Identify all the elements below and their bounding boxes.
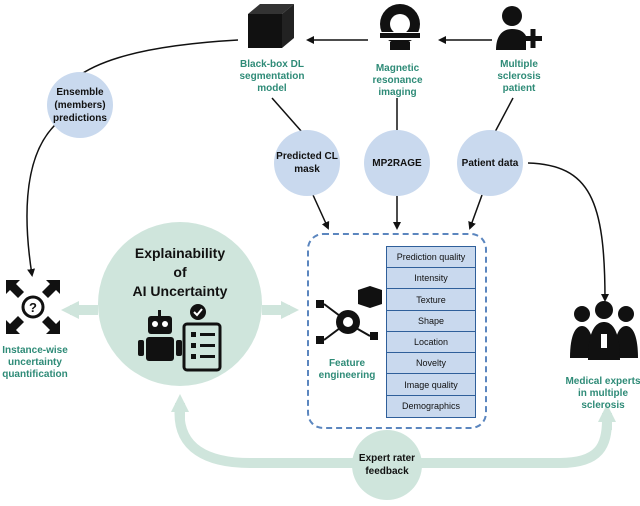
- arrow-patientdata-to-experts: [527, 162, 609, 302]
- mri-label: Magnetic resonance imaging: [372, 63, 423, 98]
- blackbox-label: Black-box DL segmentation model: [239, 59, 305, 94]
- arrow-model-to-predicted: [271, 97, 303, 133]
- feature-engineering-label: Feature engineering: [318, 358, 376, 381]
- medical-team-icon: [570, 301, 638, 360]
- arrow-ensemble-to-instance: [26, 124, 56, 277]
- svg-text:?: ?: [29, 300, 37, 315]
- mri-scanner-icon: [376, 4, 424, 50]
- feature-item: Shape: [387, 311, 475, 332]
- instance-wise-label: Instance-wise uncertainty quantification: [2, 345, 68, 380]
- patient-data-circle: Patient data: [457, 130, 523, 196]
- mp2rage-label: MP2RAGE: [372, 157, 422, 169]
- robot-checklist-icon: [138, 304, 222, 372]
- gear-network-icon: [316, 286, 382, 344]
- feature-item: Intensity: [387, 268, 475, 290]
- expert-feedback-label: Expert rater feedback: [358, 453, 416, 477]
- medical-experts-label: Medical experts in multiple sclerosis: [565, 376, 640, 411]
- predicted-cl-label: Predicted CL mask: [276, 151, 338, 175]
- cube-icon: [248, 4, 294, 48]
- feature-item: Novelty: [387, 353, 475, 375]
- predicted-cl-circle: Predicted CL mask: [274, 130, 340, 196]
- arrow-patient-to-patientdata: [494, 97, 514, 133]
- feature-item: Prediction quality: [387, 247, 475, 268]
- expert-feedback-circle: Expert rater feedback: [352, 430, 422, 500]
- green-feedback-loop: [174, 404, 612, 468]
- feature-item: Location: [387, 332, 475, 353]
- patient-data-label: Patient data: [461, 157, 519, 169]
- explainability-circle: [98, 222, 262, 386]
- feature-item: Image quality: [387, 375, 475, 396]
- explainability-title: Explainability of AI Uncertainty: [132, 245, 228, 299]
- add-patient-icon: [496, 6, 542, 50]
- mp2rage-circle: MP2RAGE: [364, 130, 430, 196]
- feature-item: Texture: [387, 290, 475, 311]
- patient-label: Multiple sclerosis patient: [497, 59, 541, 94]
- ensemble-label: Ensemble (members) predictions: [53, 86, 107, 124]
- feature-engineering-box: [307, 233, 487, 429]
- arrow-patientdata-to-features: [468, 194, 483, 230]
- question-arrows-icon: ?: [6, 280, 60, 334]
- arrow-predicted-to-features: [312, 194, 330, 230]
- feature-item: Demographics: [401, 401, 461, 412]
- ensemble-circle: Ensemble (members) predictions: [47, 72, 113, 138]
